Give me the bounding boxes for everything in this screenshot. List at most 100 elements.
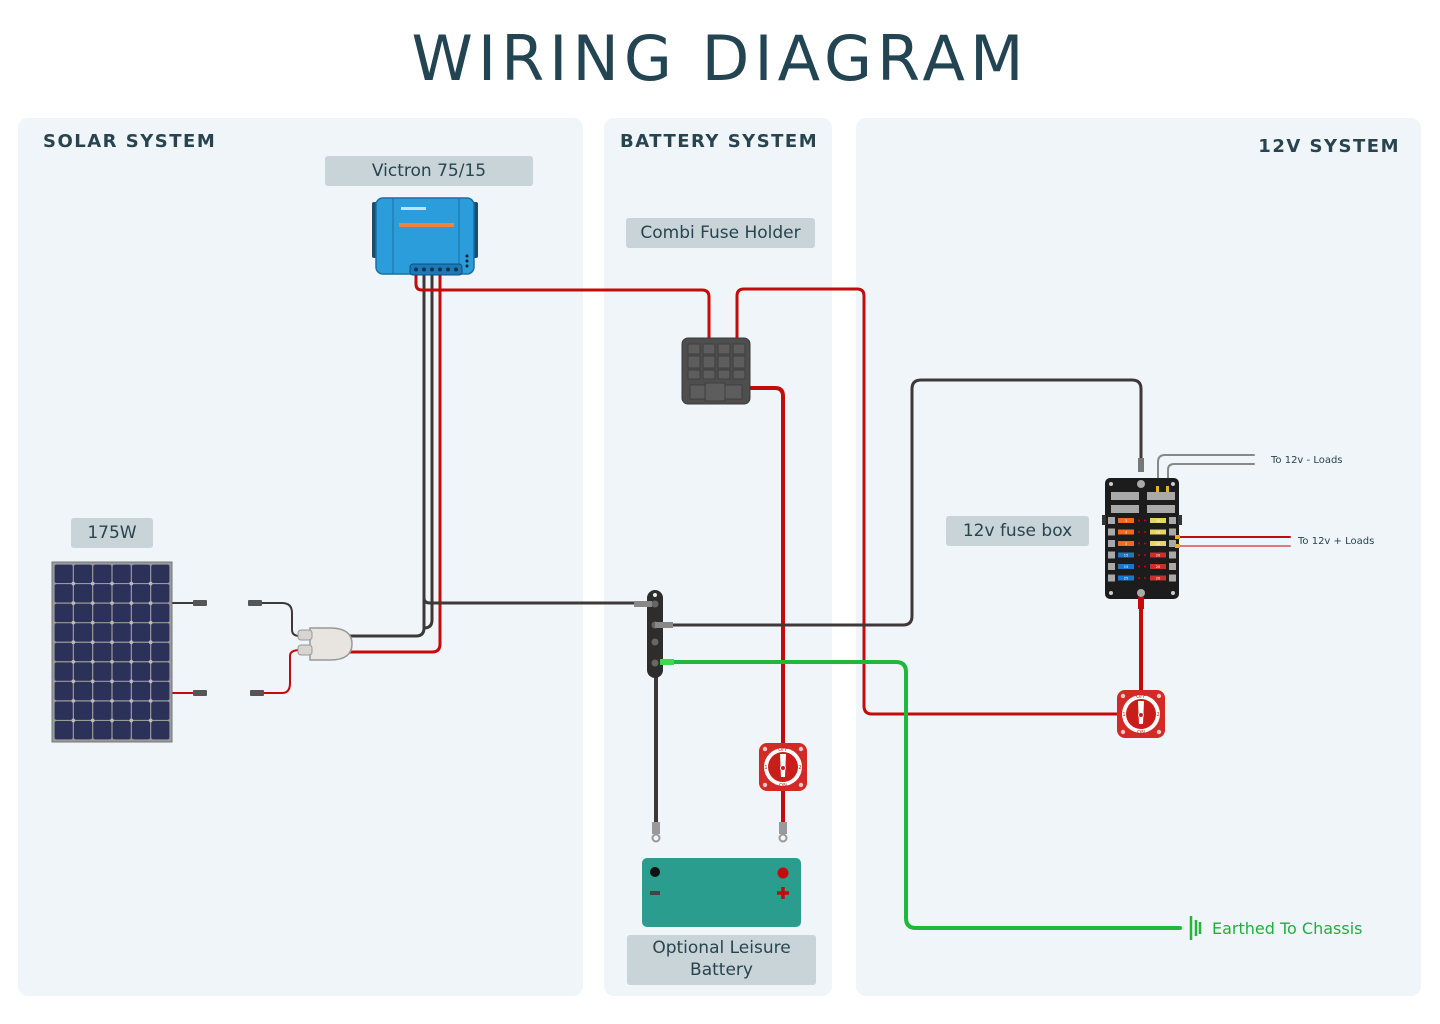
victron-mppt-charge-controller <box>372 197 478 276</box>
mc4-connector <box>248 600 262 606</box>
solar-cell <box>112 662 131 681</box>
battery-negative-terminal <box>650 867 660 877</box>
battery-positive-terminal <box>777 867 789 879</box>
branch-positive-lead <box>259 649 301 694</box>
fuse-rating: 10 <box>1156 531 1160 535</box>
solar-cell <box>73 564 93 583</box>
battery-system-title: BATTERY SYSTEM <box>620 131 819 152</box>
mc4-connector <box>193 690 207 696</box>
fuse-box-label: 12v fuse box <box>946 516 1089 546</box>
fuse <box>1118 529 1134 535</box>
fuse <box>1150 564 1166 569</box>
solar-cell <box>131 623 151 642</box>
ring-terminals <box>651 822 788 843</box>
fuse-rating: 10 <box>1156 519 1160 523</box>
solar-cell <box>93 623 112 642</box>
fuse <box>1118 518 1134 523</box>
fuse-rating: 20 <box>1156 565 1160 569</box>
solar-cell <box>151 662 170 681</box>
fuse-rating: 20 <box>1156 577 1160 581</box>
solar-cell <box>73 584 93 603</box>
solar-cell <box>93 642 112 662</box>
solar-cell <box>73 623 93 642</box>
charge-controller-label: Victron 75/15 <box>325 156 533 186</box>
solar-cell <box>54 564 73 583</box>
earth-ground-icon <box>1189 916 1202 940</box>
solar-cell <box>151 603 170 623</box>
fuse <box>1150 529 1166 535</box>
solar-cell <box>93 662 112 681</box>
solar-cell <box>131 721 151 740</box>
switch-on-label: ON <box>1137 730 1145 736</box>
pos-loads-note: To 12v + Loads <box>1298 536 1375 547</box>
neg-loads-note: To 12v - Loads <box>1271 455 1343 466</box>
solar-cell <box>151 681 170 701</box>
combi-fuse-holder <box>681 337 751 405</box>
fuse <box>1118 575 1134 581</box>
solar-cell <box>54 681 73 701</box>
solar-cell <box>112 721 131 740</box>
svg-text:1: 1 <box>764 765 767 771</box>
battery-isolator-switch: OFF ON 1 2 <box>759 743 807 791</box>
solar-cell <box>131 564 151 583</box>
earth-wire <box>666 660 1182 930</box>
solar-cell <box>93 701 112 720</box>
victron-battery-negative-wire <box>422 596 642 605</box>
solar-cell <box>54 642 73 662</box>
solar-panel <box>51 561 173 743</box>
solar-cell <box>112 584 131 603</box>
solar-cell <box>93 721 112 740</box>
solar-cell <box>73 701 93 720</box>
fuse-rating: 10 <box>1156 542 1160 546</box>
switch-on-label: ON <box>779 783 787 789</box>
minus-icon <box>650 891 660 895</box>
solar-system-panel <box>18 118 583 996</box>
solar-cell <box>112 564 131 583</box>
svg-text:2: 2 <box>798 765 801 771</box>
solar-cell <box>131 701 151 720</box>
solar-cell <box>54 701 73 720</box>
solar-cell <box>112 701 131 720</box>
fuse <box>1150 552 1166 558</box>
solar-cell <box>93 681 112 701</box>
fusebox-negative-wire <box>666 378 1143 627</box>
solar-cell <box>93 584 112 603</box>
switch-off-label: OFF <box>1136 694 1146 700</box>
solar-cell <box>151 721 170 740</box>
victron-orange-stripe <box>399 223 454 227</box>
solar-cell <box>151 642 170 662</box>
solar-cell <box>54 623 73 642</box>
victron-battery-positive-wire <box>414 270 711 342</box>
fuse-rating: 3 <box>1125 519 1127 523</box>
plus-icon <box>777 887 789 899</box>
fuse <box>1150 541 1166 546</box>
switch-off-label: OFF <box>778 747 788 753</box>
solar-cell <box>54 584 73 603</box>
battery-system-panel <box>604 118 832 996</box>
fuse-rating: 3 <box>1125 531 1127 535</box>
solar-cell <box>151 701 170 720</box>
fuse <box>1118 552 1134 558</box>
neg-load-wire-2 <box>1167 463 1255 479</box>
solar-cell <box>73 603 93 623</box>
fuse-rating: 25 <box>1124 577 1128 581</box>
solar-cell <box>73 662 93 681</box>
solar-system-title: SOLAR SYSTEM <box>43 131 217 152</box>
solar-cell <box>151 564 170 583</box>
solar-cell <box>131 642 151 662</box>
earth-label: Earthed To Chassis <box>1212 919 1363 938</box>
fuse <box>1118 564 1134 569</box>
solar-cell <box>131 681 151 701</box>
fuse-to-switch-wire <box>735 287 1120 716</box>
solar-cell <box>131 662 151 681</box>
branch-negative-lead <box>259 602 301 637</box>
solar-cell <box>151 623 170 642</box>
fuse-rating: 15 <box>1124 565 1128 569</box>
solar-cell <box>131 603 151 623</box>
solar-cell <box>112 623 131 642</box>
solar-cell <box>112 681 131 701</box>
